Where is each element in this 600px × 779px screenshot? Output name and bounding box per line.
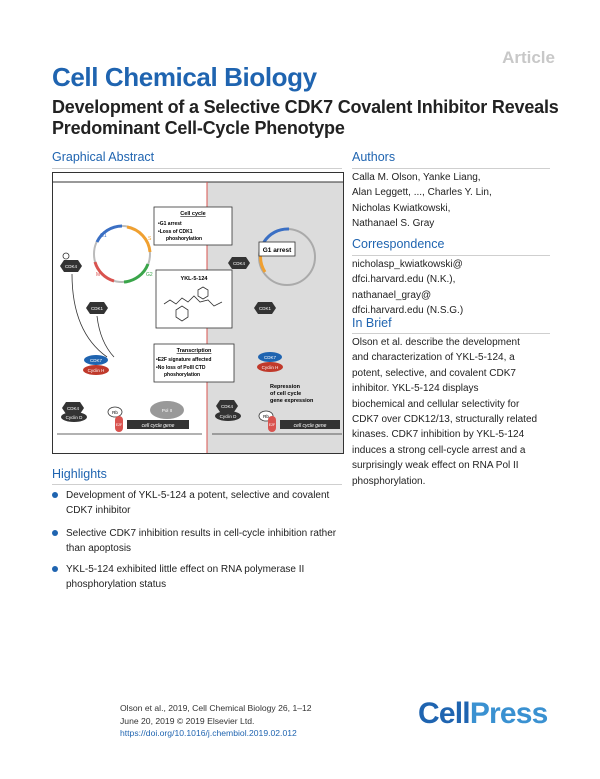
cdk4-hexagon-lower-right — [216, 400, 238, 412]
correspondence-rule — [352, 255, 550, 256]
gene-label-right: cell cycle gene — [294, 423, 327, 429]
rb-left — [107, 406, 123, 418]
cdk4-hexagon-lower — [62, 402, 84, 414]
transcription-box — [153, 343, 235, 383]
label-g1-left: G1 — [100, 233, 107, 239]
highlight-item: Selective CDK7 inhibition results in cel… — [52, 526, 361, 556]
cyclin-h-right — [257, 362, 283, 372]
authors-rule — [352, 168, 550, 169]
authors-heading: Authors — [352, 150, 396, 164]
citation-footer: Olson et al., 2019, Cell Chemical Biolog… — [120, 702, 312, 740]
pol2-label: Pol II — [162, 408, 172, 413]
repression-line3: gene expression — [270, 398, 314, 404]
cdk4-label-left: CDK4 — [65, 264, 78, 269]
cdk4-label-lower: CDK4 — [67, 406, 80, 411]
highlight-item: Development of YKL-5-124 a potent, selec… — [52, 488, 361, 518]
cell-cycle-box — [153, 206, 233, 246]
cdk1-label-left: CDK1 — [91, 306, 104, 311]
cdk7-left — [84, 355, 108, 365]
g1-arrest-label: G1 arrest — [263, 247, 292, 254]
transcription-line3: phoshorylation — [164, 372, 200, 378]
transcription-line2: •No loss of PolII CTD — [156, 365, 206, 371]
highlights-rule — [52, 484, 342, 485]
cdk4-label-right: CDK4 — [233, 261, 246, 266]
correspondence-heading: Correspondence — [352, 237, 445, 251]
in-brief-heading: In Brief — [352, 316, 392, 330]
cyclin-d-left — [61, 412, 87, 422]
gene-block-right — [280, 420, 340, 429]
label-m-left: M — [96, 272, 100, 278]
cycle-arc-g1-right — [262, 227, 290, 243]
in-brief-text: Olson et al. describe the development an… — [352, 337, 538, 487]
g1-arrest-box — [258, 241, 296, 257]
journal-name[interactable]: Cell Chemical Biology — [52, 62, 317, 92]
graphical-abstract-figure: G1 S G2 M CDK4 CDK1 Cell cycle •G1 arres… — [52, 172, 344, 454]
e2f-label-left: E2F — [116, 423, 122, 427]
label-g2-left: G2 — [146, 272, 153, 278]
cyclin-d-label-left: Cyclin D — [66, 415, 84, 420]
cell-cycle-line2: •Loss of CDK1 — [158, 229, 193, 235]
highlight-item: YKL-5-124 exhibited little effect on RNA… — [52, 562, 361, 592]
compound-box — [155, 269, 233, 329]
correspondence-emails[interactable]: nicholasp_kwiatkowski@ dfci.harvard.edu … — [352, 259, 464, 317]
in-brief-rule — [352, 333, 550, 334]
label-s-left: S — [148, 236, 152, 242]
e2f-left — [115, 416, 123, 432]
highlights-heading: Highlights — [52, 467, 107, 481]
cdk4-label-lower-right: CDK4 — [221, 404, 234, 409]
citation-line: Olson et al., 2019, Cell Chemical Biolog… — [120, 703, 312, 713]
cell-cycle-line1: •G1 arrest — [158, 221, 182, 227]
cyclin-h-label-right: Cyclin H — [262, 365, 279, 370]
doi-link[interactable]: https://doi.org/10.1016/j.chembiol.2019.… — [120, 728, 297, 738]
gene-block-left — [127, 420, 189, 429]
cdk1-hexagon-right — [254, 302, 276, 314]
cdk7-right — [258, 352, 282, 362]
arrow-cdk4 — [71, 273, 108, 358]
cycle-arc-g1 — [95, 224, 123, 243]
rb-label-right: Rb — [263, 414, 269, 419]
cdk1-hexagon-left — [86, 302, 108, 314]
bullet-icon — [52, 530, 58, 536]
cyclin-h-label-left: Cyclin H — [88, 368, 105, 373]
transcription-line1: •E2F signature affected — [156, 357, 211, 363]
rb-label-left: Rb — [112, 410, 118, 415]
transcription-title: Transcription — [177, 348, 212, 354]
e2f-label-right: E2F — [269, 423, 275, 427]
repression-line1: Repression — [270, 384, 301, 390]
compound-structure — [163, 295, 223, 307]
date-copyright-line: June 20, 2019 © 2019 Elsevier Ltd. — [120, 715, 255, 726]
cyclin-d-label-right: Cyclin D — [220, 414, 238, 419]
cellpress-logo[interactable]: CellPress — [418, 697, 548, 730]
graphical-abstract-heading: Graphical Abstract — [52, 150, 155, 164]
repression-line2: of cell cycle — [270, 391, 301, 397]
graphical-abstract-rule — [52, 168, 342, 169]
cdk1-label-right: CDK1 — [259, 306, 272, 311]
arrow-cdk1 — [96, 315, 115, 358]
bullet-icon — [52, 492, 58, 498]
article-type-tag: Article — [502, 48, 555, 67]
cdk7-label-left: CDK7 — [90, 358, 103, 363]
phospho-marker — [62, 252, 70, 260]
cyclin-d-right — [215, 411, 241, 421]
cell-cycle-line3: phoshorylation — [166, 236, 202, 242]
cyclin-h-left — [83, 365, 109, 375]
pol2 — [150, 401, 184, 419]
cdk7-label-right: CDK7 — [264, 355, 277, 360]
cdk4-hexagon-left — [60, 260, 82, 272]
article-title: Development of a Selective CDK7 Covalent… — [52, 97, 559, 138]
cycle-arc-m — [93, 261, 115, 283]
bullet-icon — [52, 566, 58, 572]
e2f-right — [268, 416, 276, 432]
cdk4-hexagon-right — [228, 257, 250, 269]
authors-list: Calla M. Olson, Yanke Liang, Alan Legget… — [352, 172, 492, 230]
gene-label-left: cell cycle gene — [142, 423, 175, 429]
compound-name: YKL-5-124 — [181, 276, 209, 282]
cycle-arc-g2 — [123, 263, 150, 284]
cell-cycle-title: Cell cycle — [180, 211, 205, 217]
cycle-arc-s — [126, 225, 152, 253]
